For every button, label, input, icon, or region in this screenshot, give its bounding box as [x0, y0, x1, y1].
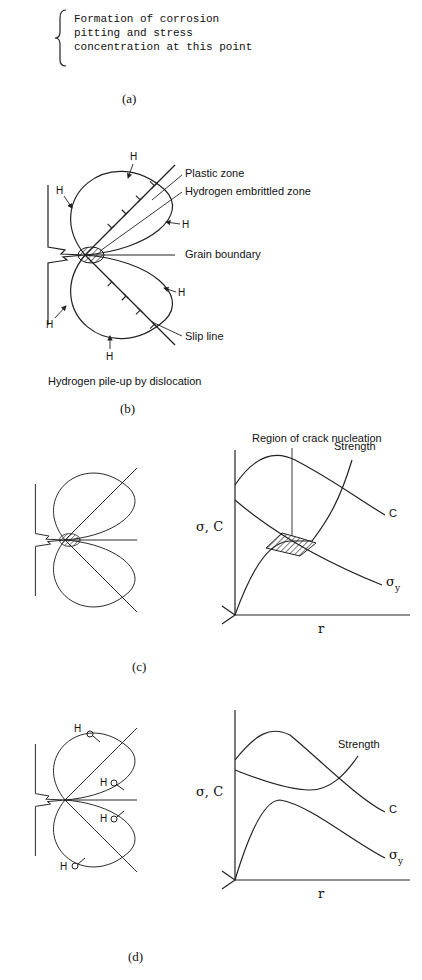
chart-c — [222, 448, 410, 624]
plastic-zone-figure — [35, 728, 137, 872]
hydrogen-arrows — [55, 164, 180, 349]
dislocation-symbol — [150, 181, 157, 188]
panel-label: (c) — [132, 660, 146, 673]
chart-d — [222, 710, 410, 889]
hydrogen-atoms — [72, 731, 124, 869]
leader-lines — [100, 175, 182, 336]
hydrogen-atom: H — [178, 286, 185, 299]
hydrogen-atom: H — [100, 776, 107, 789]
dislocation-symbol — [122, 293, 129, 300]
curve-label: σ — [389, 848, 398, 861]
dislocation-symbol — [108, 279, 115, 286]
hydrogen-atom: H — [60, 860, 67, 873]
boundary-label: Grain boundary — [185, 248, 261, 261]
plastic-zone-figure — [48, 165, 175, 345]
axis-label: r — [318, 887, 324, 900]
dislocation-symbol — [136, 307, 143, 314]
hydrogen-atom: H — [56, 184, 63, 197]
curve-label: σ — [386, 575, 395, 588]
dislocation-symbol — [136, 196, 143, 203]
panel-label: (d) — [128, 950, 143, 963]
brace — [55, 10, 66, 66]
curve-label: Strength — [334, 440, 376, 453]
caption-text: Hydrogen pile-up by dislocation — [48, 375, 201, 388]
hydrogen-atom: H — [182, 218, 189, 231]
curve-subscript: y — [398, 856, 403, 866]
hydrogen-atom: H — [46, 318, 53, 331]
plastic-zone-figure — [35, 468, 137, 612]
dislocation-symbol — [122, 210, 129, 217]
dislocation-marks — [108, 181, 157, 328]
hydrogen-atom: H — [106, 350, 113, 363]
curve-subscript: y — [395, 583, 400, 593]
panel-label: (a) — [122, 92, 136, 105]
axis-label: r — [318, 622, 324, 635]
dislocation-symbol — [108, 224, 115, 231]
panel-label: (b) — [120, 402, 135, 415]
hydrogen-atom: H — [74, 722, 81, 735]
curve-label: C — [389, 803, 397, 816]
axis-label: σ, C — [196, 785, 223, 798]
hydrogen-atom: H — [130, 150, 137, 163]
axis-label: σ, C — [196, 520, 223, 533]
zone-label: Plastic zone — [185, 167, 244, 180]
hydrogen-atom: H — [100, 812, 107, 825]
zone-label: Hydrogen embrittled zone — [185, 185, 311, 198]
curve-label: Strength — [338, 738, 380, 751]
note-text: Formation of corrosion pitting and stres… — [74, 12, 264, 54]
curve-label: C — [389, 507, 397, 520]
slip-line-label: Slip line — [185, 330, 224, 343]
